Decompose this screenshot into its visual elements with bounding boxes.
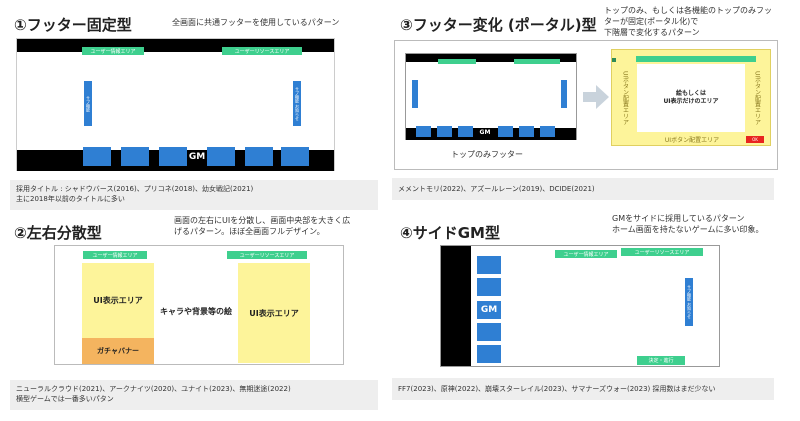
transition-arrow-icon: [583, 85, 609, 109]
back-arrow-icon: [612, 58, 616, 62]
section2-desc: 画面の左右にUIを分散し、画面中央部を大きく広 げるパターン。ほぼ全画面フルデザ…: [174, 215, 350, 237]
side-gm-bar: [441, 246, 471, 366]
section2-caption: ニューラルクラウド(2021)、アークナイツ(2020)、ユナイト(2023)、…: [10, 380, 378, 410]
user-info-area: ユーザー情報エリア: [82, 47, 144, 55]
side-button-5: [477, 345, 501, 363]
sub-function-right: サブ機能 お知らせ: [293, 81, 301, 126]
portal-top-bar: [636, 56, 756, 62]
section2-desc-line1: 画面の左右にUIを分散し、画面中央部を大きく広: [174, 216, 351, 225]
ui-button-area-left: UIボタン配置エリア: [621, 70, 629, 126]
mini-mock: GM: [405, 53, 577, 140]
section3-frame: GM トップのみフッター 絵もしくは UI表示だけのエリア UIボタン配置エリア…: [394, 40, 778, 170]
user-resource-area: ユーザーリソースエリア: [222, 47, 302, 55]
footer-button-1: [83, 147, 111, 166]
top-only-footer-label: トップのみフッター: [451, 150, 523, 159]
footer-button-2: [121, 147, 149, 166]
section2-desc-line2: げるパターン。ほぼ全画面フルデザイン。: [174, 227, 325, 236]
section4-mock: GM ユーザー情報エリア ユーザーリソースエリア サブ機能 お知らせ 決定・進行: [440, 245, 720, 367]
footer-button-5: [245, 147, 273, 166]
section3-desc-line2: ターが固定(ポータル化)で: [604, 17, 699, 26]
section4-desc: GMをサイドに採用しているパターン ホーム画面を持たないゲームに多い印象。: [612, 213, 764, 235]
art-ui-line1: 絵もしくは: [675, 90, 706, 97]
section1-title: ①フッター固定型: [14, 16, 132, 34]
mini-btn-5: [519, 126, 534, 137]
mini-side-right: [561, 80, 567, 108]
mini-gm: GM: [479, 129, 491, 136]
section3-title: ③フッター変化 (ポータル)型: [400, 16, 597, 34]
side-gm-button: GM: [477, 301, 501, 319]
user-info-area: ユーザー情報エリア: [83, 251, 147, 259]
mini-header: [406, 54, 576, 62]
center-art-label: キャラや背景等の絵: [160, 306, 232, 316]
section1-desc: 全画面に共通フッターを使用しているパターン: [172, 18, 340, 27]
mini-btn-6: [540, 126, 555, 137]
section2-caption-line1: ニューラルクラウド(2021)、アークナイツ(2020)、ユナイト(2023)、…: [16, 385, 291, 393]
mini-resource: [514, 59, 560, 64]
ui-area-left: UI表示エリア: [82, 263, 154, 338]
mini-btn-2: [437, 126, 452, 137]
ui-area-right: UI表示エリア: [238, 263, 310, 363]
mini-user-info: [438, 59, 476, 64]
user-resource-area: ユーザーリソースエリア: [227, 251, 307, 259]
mini-side-left: [412, 80, 418, 108]
mini-btn-3: [458, 126, 473, 137]
portal-mock: 絵もしくは UI表示だけのエリア UIボタン配置エリア UIボタン配置エリア U…: [611, 49, 771, 146]
ui-button-area-right: UIボタン配置エリア: [753, 70, 761, 126]
footer-button-4: [207, 147, 235, 166]
footer-button-6: [281, 147, 309, 166]
side-button-2: [477, 278, 501, 296]
mini-btn-4: [498, 126, 513, 137]
section2-title: ②左右分散型: [14, 224, 102, 242]
user-info-area: ユーザー情報エリア: [555, 250, 617, 258]
decide-proceed-button: 決定・進行: [637, 356, 685, 365]
gacha-banner: ガチャバナー: [82, 338, 154, 364]
ui-button-area-bottom: UIボタン配置エリア: [664, 136, 720, 144]
section1-mock: ユーザー情報エリア ユーザーリソースエリア サブ機能 サブ機能 お知らせ GM: [16, 38, 335, 171]
sub-function-left: サブ機能: [84, 81, 92, 126]
section3-desc-line3: 下階層で変化するパターン: [604, 28, 700, 37]
sub-function-right: サブ機能 お知らせ: [685, 278, 693, 326]
section4-desc-line2: ホーム画面を持たないゲームに多い印象。: [612, 225, 764, 234]
user-resource-area: ユーザーリソースエリア: [621, 248, 703, 256]
mini-btn-1: [416, 126, 431, 137]
art-ui-line2: UI表示だけのエリア: [663, 98, 719, 105]
section3-desc-line1: トップのみ、もしくは各機能のトップのみフッ: [604, 6, 772, 15]
art-ui-area: 絵もしくは UI表示だけのエリア: [637, 64, 745, 132]
section4-desc-line1: GMをサイドに採用しているパターン: [612, 214, 745, 223]
section3-desc: トップのみ、もしくは各機能のトップのみフッ ターが固定(ポータル化)で 下階層で…: [604, 5, 772, 38]
ok-button: OK: [746, 136, 764, 143]
section1-caption: 採用タイトル : シャドウバース(2016)、プリコネ(2018)、幼女戦記(2…: [10, 180, 378, 210]
section4-title: ④サイドGM型: [400, 224, 500, 242]
section2-mock: ユーザー情報エリア ユーザーリソースエリア UI表示エリア ガチャバナー キャラ…: [54, 245, 344, 365]
section3-caption: メメントモリ(2022)、アズールレーン(2019)、DCIDE(2021): [392, 178, 774, 200]
section1-caption-line1: 採用タイトル : シャドウバース(2016)、プリコネ(2018)、幼女戦記(2…: [16, 185, 254, 193]
section4-caption: FF7(2023)、原神(2022)、崩壊スターレイル(2023)、サマナーズウ…: [392, 378, 774, 400]
side-button-1: [477, 256, 501, 274]
gm-label: GM: [188, 151, 206, 162]
footer-button-3: [159, 147, 187, 166]
side-button-4: [477, 323, 501, 341]
section1-caption-line2: 主に2018年以前のタイトルに多い: [16, 195, 125, 203]
section2-caption-line2: 横型ゲームでは一番多いパタン: [16, 395, 114, 403]
